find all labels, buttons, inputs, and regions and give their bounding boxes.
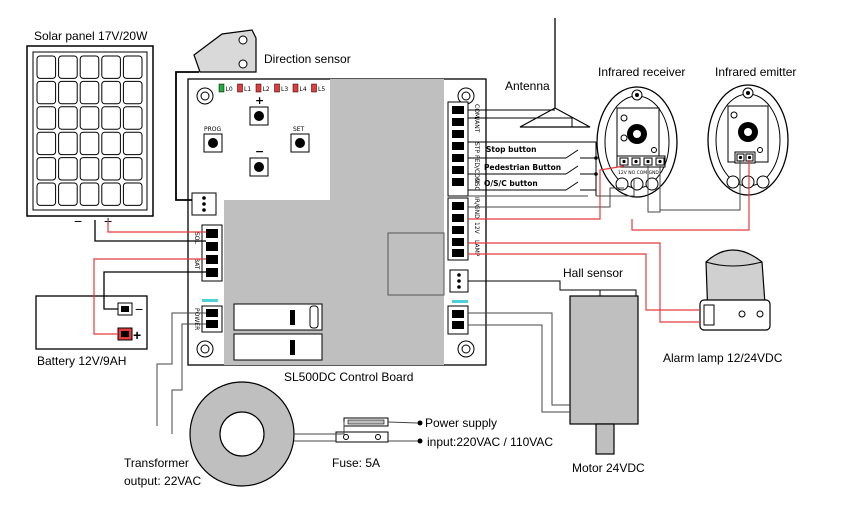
- led-l5: [311, 83, 317, 93]
- led-l3: [274, 83, 280, 93]
- solar-cell: [122, 80, 143, 105]
- osc-button-label: O/S/C button: [484, 179, 538, 188]
- led-l1: [237, 83, 243, 93]
- infrared-emitter-label: Infrared emitter: [715, 65, 796, 79]
- solar-minus-label: −: [74, 213, 82, 229]
- solar-cell: [79, 106, 100, 130]
- power-supply-label-1: Power supply: [425, 416, 497, 430]
- transformer-label-2: output: 22VAC: [124, 474, 201, 488]
- term-power-label: POWER: [193, 308, 200, 330]
- solar-cell: [101, 80, 121, 105]
- ir-receiver-terminals: 12V NO COM GND: [618, 170, 659, 176]
- infrared-receiver: 12V NO COM GND: [596, 86, 678, 198]
- direction-sensor-label: Direction sensor: [264, 52, 351, 66]
- prog-button[interactable]: PROG: [203, 126, 223, 153]
- solar-cell: [122, 55, 143, 79]
- led-label-l2: L2: [263, 86, 270, 93]
- solar-cell: [79, 80, 100, 105]
- term-bat-label: BAT: [193, 258, 200, 270]
- led-indicators: L0 L1 L2 L3 L4 L5: [218, 83, 325, 93]
- antenna-label: Antenna: [505, 79, 550, 93]
- control-board: [187, 78, 487, 366]
- term-ir-label: IR/GND: [473, 197, 480, 219]
- term-stp-label: STP: [473, 142, 480, 153]
- set-button[interactable]: SET: [290, 126, 310, 153]
- solar-cell: [122, 182, 143, 206]
- led-label-l3: L3: [281, 86, 288, 93]
- solar-cell: [36, 55, 57, 79]
- prog-button-label: PROG: [204, 126, 222, 133]
- transformer-label-1: Transformer: [124, 456, 189, 470]
- led-label-l4: L4: [300, 86, 307, 93]
- solar-cell: [58, 182, 78, 206]
- solar-cell: [58, 157, 78, 181]
- solar-cell: [58, 131, 78, 156]
- solar-cell: [101, 131, 121, 156]
- solar-cell: [79, 55, 100, 79]
- motor: [569, 289, 639, 455]
- led-l0: [218, 83, 225, 93]
- solar-cell: [101, 157, 121, 181]
- left-terminal-block: SOL BAT POWER: [193, 224, 223, 333]
- plus-button-label: +: [255, 94, 264, 107]
- term-12v-label: 12V: [473, 222, 480, 235]
- led-label-l0: L0: [226, 86, 233, 93]
- direction-sensor-connector: [191, 192, 217, 216]
- solar-cell: [122, 131, 143, 156]
- solar-cell: [36, 80, 57, 105]
- solar-cell: [58, 106, 78, 130]
- fuse-label: Fuse: 5A: [332, 456, 380, 470]
- solar-cell: [58, 55, 78, 79]
- solar-cell: [101, 55, 121, 79]
- solar-cell: [36, 131, 57, 156]
- minus-button-label: −: [255, 145, 264, 158]
- solar-cell: [122, 157, 143, 181]
- minus-button[interactable]: −: [249, 145, 269, 177]
- solar-cell: [58, 80, 78, 105]
- transformer: [189, 381, 295, 487]
- solar-cell: [36, 182, 57, 206]
- term-lamp-label: LAMP: [473, 240, 480, 257]
- term-ped-label: PED/COM: [473, 155, 480, 183]
- solar-panel-label: Solar panel 17V/20W: [34, 29, 148, 43]
- control-board-label: SL500DC Control Board: [284, 370, 413, 384]
- solar-cell: [79, 182, 100, 206]
- battery-minus-label: −: [135, 301, 143, 317]
- solar-cell: [122, 106, 143, 130]
- stop-button-label: Stop button: [486, 145, 537, 154]
- push-switches: [468, 141, 598, 196]
- hall-sensor-label: Hall sensor: [563, 266, 623, 280]
- power-supply-label-2: input:220VAC / 110VAC: [427, 435, 553, 449]
- solar-cell: [36, 157, 57, 181]
- alarm-lamp: [699, 249, 771, 331]
- solar-cell: [101, 182, 121, 206]
- plus-button[interactable]: +: [249, 94, 269, 126]
- alarm-lamp-label: Alarm lamp 12/24VDC: [663, 351, 783, 365]
- battery-label: Battery 12V/9AH: [37, 354, 126, 368]
- led-label-l1: L1: [244, 86, 251, 93]
- infrared-receiver-label: Infrared receiver: [598, 65, 685, 79]
- direction-sensor: [193, 29, 257, 73]
- solar-panel: [26, 45, 154, 217]
- led-l2: [255, 83, 262, 93]
- set-button-label: SET: [293, 126, 305, 133]
- led-label-l5: L5: [318, 86, 325, 93]
- solar-cell: [101, 106, 121, 130]
- motor-label: Motor 24VDC: [572, 461, 645, 475]
- wires: [93, 71, 750, 442]
- pedestrian-button-label: Pedestrian Button: [484, 163, 561, 172]
- term-sol-label: SOL: [193, 232, 200, 245]
- led-l4: [292, 83, 299, 93]
- antenna: [519, 18, 591, 128]
- battery-plus-label: +: [133, 327, 141, 343]
- solar-cell: [79, 131, 100, 156]
- solar-cell: [36, 106, 57, 130]
- infrared-emitter: [707, 84, 789, 196]
- term-osc-label: OSC: [473, 178, 480, 191]
- solar-cell: [79, 157, 100, 181]
- fuse: [335, 417, 423, 444]
- battery: [35, 295, 148, 350]
